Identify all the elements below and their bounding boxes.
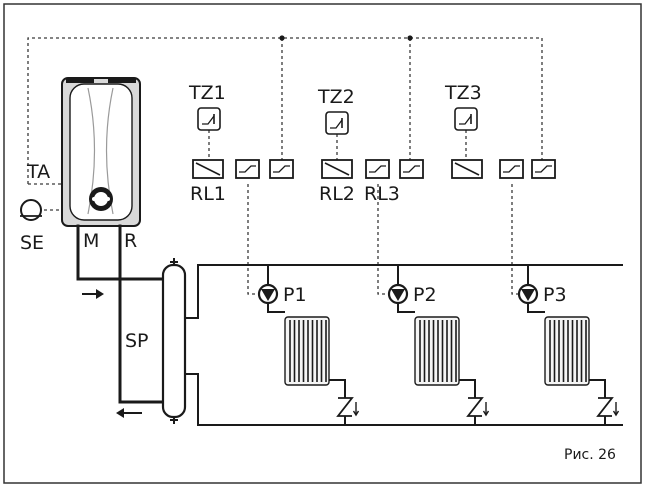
zone-valve-icon	[467, 397, 490, 417]
label-m: M	[83, 230, 99, 252]
label-p2: P2	[413, 284, 437, 306]
label-se: SE	[20, 232, 44, 254]
control-wiring	[27, 35, 543, 295]
switch-contact-icon	[365, 159, 390, 179]
radiator-icon	[284, 316, 330, 386]
zone-valve-icon	[337, 397, 360, 417]
label-rl2: RL2	[319, 183, 355, 205]
circulation-pump-icon	[257, 283, 279, 305]
switch-contact-icon	[235, 159, 260, 179]
room-thermostat-icon	[454, 107, 478, 131]
room-thermostat-icon	[197, 107, 221, 131]
label-p1: P1	[283, 284, 307, 306]
label-ta: TA	[26, 161, 50, 183]
zone-valve-icon	[597, 397, 620, 417]
circulation-pump-icon	[517, 283, 539, 305]
switch-contact-icon	[531, 159, 556, 179]
label-p3: P3	[543, 284, 567, 306]
wall-boiler-icon	[61, 77, 141, 227]
switch-contact-icon	[499, 159, 524, 179]
external-sensor-icon	[20, 199, 42, 221]
return-direction-arrow-icon	[116, 408, 142, 418]
switch-contact-icon	[269, 159, 294, 179]
label-sp: SP	[125, 330, 149, 352]
label-tz1: TZ1	[188, 82, 226, 104]
figure-frame	[3, 3, 642, 484]
switch-contact-icon	[399, 159, 424, 179]
radiator-icon	[544, 316, 590, 386]
label-tz3: TZ3	[444, 82, 482, 104]
figure-caption: Рис. 26	[564, 447, 616, 463]
room-thermostat-icon	[325, 111, 349, 135]
label-tz2: TZ2	[317, 86, 355, 108]
label-r: R	[124, 230, 137, 252]
circulation-pump-icon	[387, 283, 409, 305]
flow-direction-arrow-icon	[82, 289, 104, 299]
relay-icon	[451, 159, 483, 179]
boiler-pipes	[76, 224, 165, 404]
label-rl3: RL3	[364, 183, 400, 205]
hydraulic-separator	[161, 258, 187, 424]
radiator-icon	[414, 316, 460, 386]
label-rl1: RL1	[190, 183, 226, 205]
system-pipes	[185, 264, 623, 426]
relay-icon	[321, 159, 353, 179]
relay-icon	[192, 159, 224, 179]
